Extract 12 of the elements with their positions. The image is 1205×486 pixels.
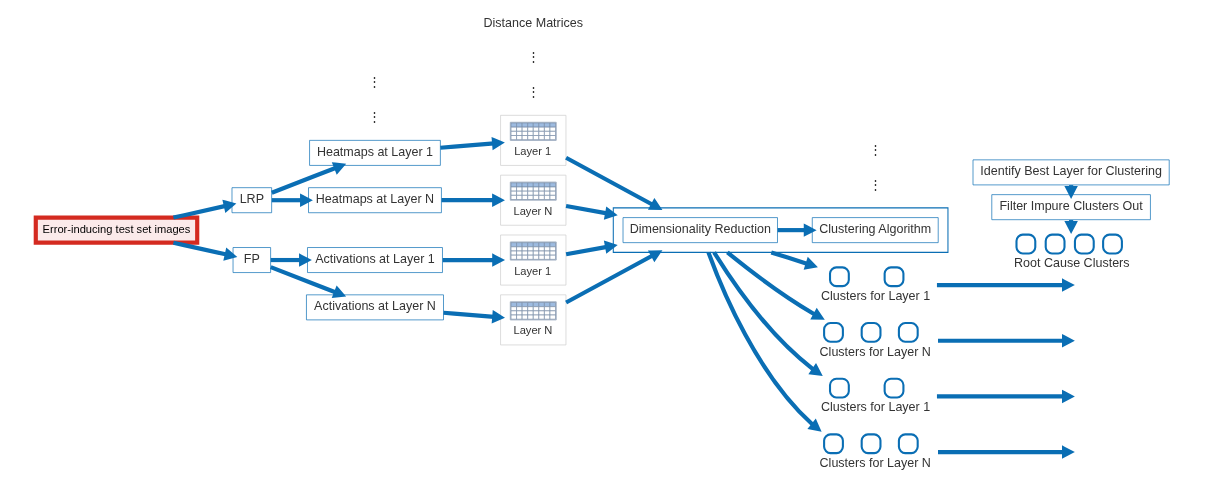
node-label: Clusters for Layer 1 [820,400,931,415]
node-label: Clusters for Layer N [819,344,931,359]
label: ⋮ [868,177,882,192]
node-label: Root Cause Clusters [1014,256,1130,271]
label: ⋮ [526,50,540,65]
label: ⋮ [368,110,382,125]
label: Distance Matrices [483,15,583,30]
label: ⋮ [368,75,382,90]
label: ⋮ [526,85,540,100]
label: ⋮ [868,142,882,157]
node-label: Clusters for Layer 1 [820,288,931,303]
node-label: Clusters for Layer N [819,455,931,470]
